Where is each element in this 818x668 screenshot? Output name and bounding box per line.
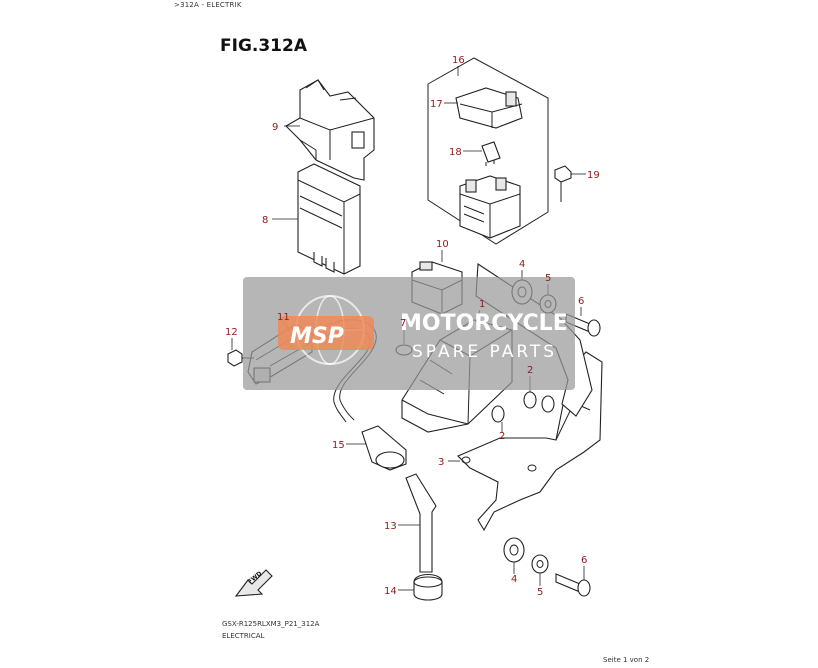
label-7: 7 <box>400 318 406 329</box>
label-9: 9 <box>272 122 278 133</box>
part-numbers: 9 8 16 17 18 19 10 4 5 6 1 7 11 12 2 2 3… <box>225 55 600 598</box>
label-17: 17 <box>430 99 443 110</box>
fwd-arrow-icon: FWD <box>234 569 273 597</box>
breadcrumb[interactable]: >312A - ELECTRIK <box>174 1 242 9</box>
label-19: 19 <box>587 170 600 181</box>
label-11: 11 <box>277 312 290 323</box>
watermark-line1: MOTORCYCLE <box>400 311 568 336</box>
label-14: 14 <box>384 586 397 597</box>
label-1: 1 <box>479 299 485 310</box>
part-15-plug-cap[interactable] <box>361 425 407 471</box>
label-12: 12 <box>225 327 238 338</box>
label-10: 10 <box>436 239 449 250</box>
part-9-ecm-cover[interactable] <box>285 79 375 181</box>
watermark: MSP MOTORCYCLE SPARE PARTS <box>243 277 575 390</box>
label-2-right: 2 <box>527 365 533 376</box>
figure-title: FIG.312A <box>220 36 307 56</box>
starter-relay-body[interactable] <box>459 175 521 239</box>
label-13: 13 <box>384 521 397 532</box>
label-4-upper: 4 <box>519 259 525 270</box>
label-18: 18 <box>449 147 462 158</box>
page-counter: Seite 1 von 2 <box>603 656 650 664</box>
label-8: 8 <box>262 215 268 226</box>
label-15: 15 <box>332 440 345 451</box>
part-2-collars[interactable] <box>491 391 555 423</box>
label-5-upper: 5 <box>545 273 551 284</box>
part-5-washer-lower[interactable] <box>531 554 549 574</box>
part-16-box[interactable] <box>427 57 549 245</box>
label-2-left: 2 <box>499 431 505 442</box>
footer-subtitle: ELECTRICAL <box>222 632 265 640</box>
watermark-logo: MSP <box>290 324 344 349</box>
part-4-cushion-lower[interactable] <box>503 537 525 563</box>
footer-model-code: GSX-R125RLXM3_P21_312A <box>222 620 320 628</box>
label-6-lower: 6 <box>581 555 587 566</box>
label-3: 3 <box>438 457 444 468</box>
part-19-bolt[interactable] <box>554 165 572 202</box>
part-18-fuse[interactable] <box>481 141 501 166</box>
label-16: 16 <box>452 55 465 66</box>
label-4-lower: 4 <box>511 574 517 585</box>
label-6-upper: 6 <box>578 296 584 307</box>
watermark-line2: SPARE PARTS <box>412 342 557 362</box>
part-8-ecm[interactable] <box>297 163 361 275</box>
part-14-cap[interactable] <box>413 573 443 601</box>
label-5-lower: 5 <box>537 587 543 598</box>
part-17-relay-cover[interactable] <box>455 87 523 129</box>
part-13-plug-cord[interactable] <box>405 473 437 573</box>
part-6-bolt-lower[interactable] <box>555 573 591 597</box>
